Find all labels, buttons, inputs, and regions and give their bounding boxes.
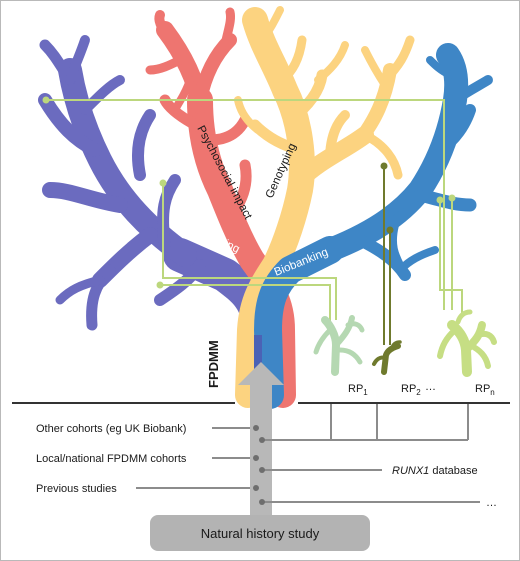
connection-lines <box>46 99 463 322</box>
connection-dots <box>42 96 456 289</box>
rp2-label: RP2 <box>401 383 421 397</box>
rp-bracket <box>262 404 469 441</box>
natural-history-study-label: Natural history study <box>201 526 320 541</box>
rp-labels: RP1 RP2 … RPn <box>348 381 495 397</box>
rp2-tree <box>372 340 402 375</box>
other-cohorts-label: Other cohorts (eg UK Biobank) <box>36 423 186 435</box>
runx1-database-label: RUNX1 database <box>392 465 478 477</box>
source-dots <box>253 425 265 505</box>
natural-history-study-box: Natural history study <box>150 515 370 551</box>
rpn-label: RPn <box>475 383 495 397</box>
rp2-connection <box>380 162 394 345</box>
more-sources-ellipsis: … <box>486 497 497 509</box>
rp1-tree <box>313 315 365 376</box>
fpdmm-label: FPDMM <box>206 340 221 388</box>
rp1-label: RP1 <box>348 383 368 397</box>
local-national-label: Local/national FPDMM cohorts <box>36 453 187 465</box>
previous-studies-label: Previous studies <box>36 483 117 495</box>
rpn-tree <box>437 309 497 377</box>
upward-arrow <box>238 362 284 517</box>
source-lines <box>136 427 480 503</box>
biobanking-branch <box>254 43 493 409</box>
rp-ellipsis: … <box>425 381 436 393</box>
